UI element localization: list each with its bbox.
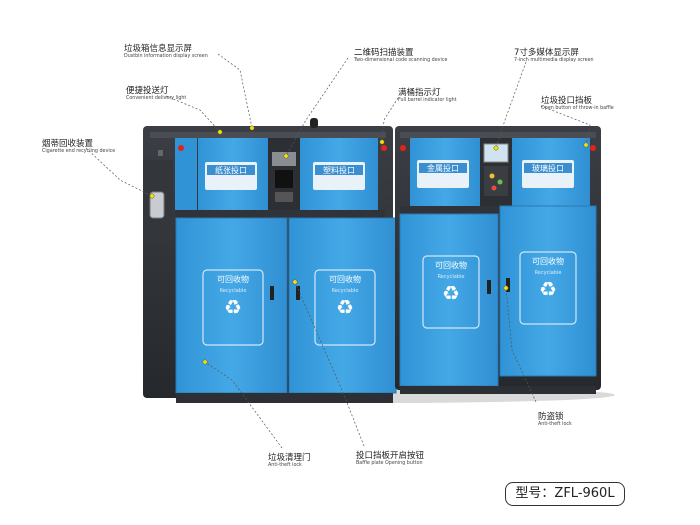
callout-en: 7-inch multimedia display screen [514,58,594,63]
panel-label-metal: 金属投口 [427,163,459,173]
callout-cigarette: 烟蒂回收装置 Cigarette end recycling device [42,137,115,154]
callout-en: Full barrel indicator light [398,98,457,103]
right-unit: 金属投口 玻璃投口 可回收物 Recyclable ♻ 可回收物 Recycla… [395,126,601,394]
cigarette-recycling-device [149,191,165,219]
anti-theft-lock-2[interactable] [296,286,300,300]
callout-en: Anti-theft lock [268,463,302,468]
door-title-1: 可回收物 [217,274,249,284]
anti-theft-lock-3[interactable] [487,280,491,294]
callout-en: Cigarette end recycling device [42,149,116,154]
callout-en: Two-dimensional code scanning device [354,58,448,63]
door-title-3: 可回收物 [435,260,467,270]
callout-zh: 投口挡板开启按钮 [356,451,425,461]
recycle-icon: ♻ [539,277,557,301]
callout-multimedia: 7寸多媒体显示屏 7-inch multimedia display scree… [514,46,594,63]
callout-zh: 防盗锁 [538,412,564,422]
callout-zh: 便捷投送灯 [126,86,169,96]
full-indicator-light-4 [590,145,596,151]
callout-anti-theft-lock: 防盗锁 Anti-theft lock [538,410,572,427]
callout-zh: 垃圾清理门 [268,453,311,463]
callout-en: Convenient delivery light [126,96,187,101]
callout-lines [85,53,591,449]
callout-dots [149,125,589,365]
anti-theft-lock-1[interactable] [270,286,274,300]
callout-en: Open button of throw-in baffle [541,106,614,111]
full-indicator-light-1 [178,145,184,151]
anti-theft-lock-4[interactable] [506,278,510,292]
panel-label-paper: 纸张投口 [215,165,247,175]
door-subtitle-2: Recyclable [332,288,359,294]
callout-en: Baffle plate Opening button [356,461,423,466]
callout-zh: 垃圾投口挡板 [541,96,593,106]
callout-open-button: 垃圾投口挡板 Open button of throw-in baffle [541,94,614,111]
callout-zh: 满桶指示灯 [398,88,441,98]
callout-display-screen: 垃圾箱信息显示屏 Dustbin information display scr… [124,42,208,59]
callout-zh: 烟蒂回收装置 [42,139,94,149]
door-subtitle-3: Recyclable [438,274,465,280]
recycle-icon: ♻ [442,281,460,305]
model-number-label: 型号：ZFL-960L [505,482,625,506]
callout-cleanup-door: 垃圾清理门 Anti-theft lock [268,451,311,468]
callout-baffle-button: 投口挡板开启按钮 Baffle plate Opening button [356,449,424,466]
top-knob [310,118,318,128]
callout-en: Anti-theft lock [538,422,572,427]
door-title-4: 可回收物 [532,256,564,266]
cleanup-door-3[interactable] [399,213,499,387]
multimedia-display-screen [483,143,509,163]
door-subtitle-4: Recyclable [535,270,562,276]
door-subtitle-1: Recyclable [220,288,247,294]
recycle-icon: ♻ [224,295,242,319]
cleanup-door-1[interactable] [175,217,288,394]
callout-zh: 二维码扫描装置 [354,48,414,58]
callout-en: Dustbin information display screen [124,54,208,59]
callout-delivery-light: 便捷投送灯 Convenient delivery light [126,84,186,101]
full-indicator-light-3 [400,145,406,151]
panel-label-glass: 玻璃投口 [532,163,564,173]
full-indicator-light-2 [381,145,387,151]
left-unit: 纸张投口 塑料投口 可回收物 Recyclable ♻ 可回收物 Recycla… [143,118,397,403]
callout-full-indicator: 满桶指示灯 Full barrel indicator light [398,86,457,103]
door-title-2: 可回收物 [329,274,361,284]
recycle-icon: ♻ [336,295,354,319]
cleanup-door-4[interactable] [499,205,597,377]
callout-zh: 垃圾箱信息显示屏 [124,44,193,54]
callout-zh: 7寸多媒体显示屏 [514,48,579,58]
cleanup-door-2[interactable] [288,217,397,394]
callout-qr-scanner: 二维码扫描装置 Two-dimensional code scanning de… [354,46,447,63]
panel-label-plastic: 塑料投口 [323,165,355,175]
